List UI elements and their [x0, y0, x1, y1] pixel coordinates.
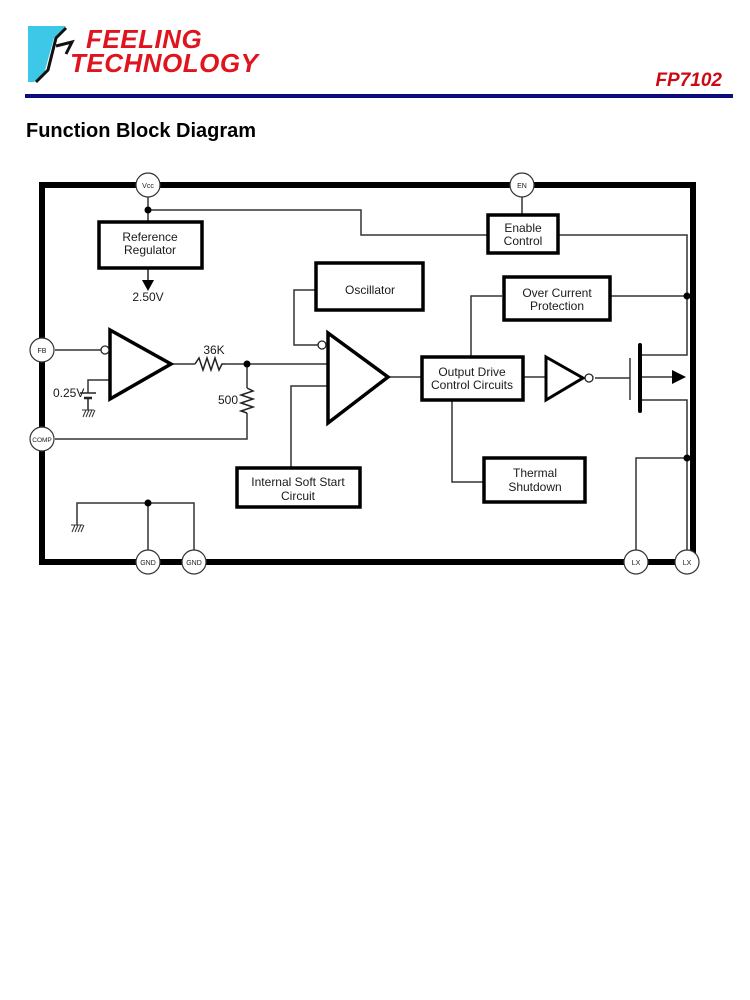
part-number: FP7102	[655, 70, 722, 91]
block-label: Thermal	[513, 466, 557, 480]
inverter-bubble	[584, 373, 594, 383]
error-amplifier	[108, 327, 175, 403]
pin-vcc: Vcc	[135, 172, 161, 198]
ground-icon	[82, 409, 96, 418]
block-enable-control: Enable Control	[486, 213, 560, 255]
block-label: Control	[504, 234, 543, 248]
pin-label: LX	[683, 560, 692, 567]
block-thermal-shutdown: Thermal Shutdown	[482, 456, 587, 504]
oscillator-input-bubble	[317, 340, 327, 350]
pin-label: Vcc	[142, 183, 154, 190]
pin-label: GND	[140, 560, 156, 567]
power-mosfet-icon	[629, 343, 686, 413]
pin-gnd-2: GND	[181, 549, 207, 575]
label-r2: 500	[218, 393, 238, 407]
label-r1: 36K	[203, 343, 224, 357]
block-label: Enable	[504, 221, 542, 235]
block-label: Shutdown	[508, 480, 561, 494]
ground-icon	[71, 524, 85, 533]
block-label: Regulator	[124, 243, 176, 257]
driver-inverter	[544, 354, 586, 403]
junction-dots	[144, 206, 691, 507]
arrow-down-icon	[142, 280, 154, 291]
block-label: Protection	[530, 299, 584, 313]
resistor-500	[238, 387, 256, 414]
block-output-drive-control: Output Drive Control Circuits	[420, 355, 525, 402]
pin-en: EN	[509, 172, 535, 198]
inverting-input-bubble	[100, 345, 110, 355]
block-label: Internal Soft Start	[251, 475, 345, 489]
pin-lx-1: LX	[623, 549, 649, 575]
company-name-line2: TECHNOLOGY	[70, 48, 259, 78]
block-label: Over Current	[522, 286, 592, 300]
block-over-current-protection: Over Current Protection	[502, 275, 612, 322]
block-reference-regulator: Reference Regulator	[97, 220, 204, 270]
block-label: Oscillator	[345, 283, 395, 297]
label-vref: 2.50V	[132, 290, 163, 304]
company-logo: FEELING TECHNOLOGY	[26, 24, 266, 84]
pin-label: EN	[517, 183, 527, 190]
pin-fb: FB	[29, 337, 55, 363]
section-title: Function Block Diagram	[26, 120, 257, 142]
block-internal-soft-start: Internal Soft Start Circuit	[235, 466, 362, 509]
company-name-line1: FEELING	[86, 24, 203, 54]
voltage-source-icon	[80, 392, 96, 410]
block-label: Output Drive	[438, 365, 506, 379]
pwm-comparator	[326, 329, 391, 427]
pin-lx-2: LX	[674, 549, 700, 575]
pin-label: GND	[186, 560, 202, 567]
pin-gnd-1: GND	[135, 549, 161, 575]
block-label: Circuit	[281, 489, 316, 503]
block-label: Reference	[122, 230, 178, 244]
pin-label: LX	[632, 560, 641, 567]
label-ref-voltage: 0.25V	[53, 386, 84, 400]
logo-mark-icon	[28, 26, 75, 84]
block-oscillator: Oscillator	[314, 261, 425, 312]
pin-comp: COMP	[29, 426, 55, 452]
chip-boundary	[39, 182, 696, 565]
header-divider	[25, 94, 733, 98]
pin-label: COMP	[32, 437, 52, 444]
block-label: Control Circuits	[431, 378, 513, 392]
resistor-36k	[194, 355, 225, 373]
pin-label: FB	[38, 348, 47, 355]
